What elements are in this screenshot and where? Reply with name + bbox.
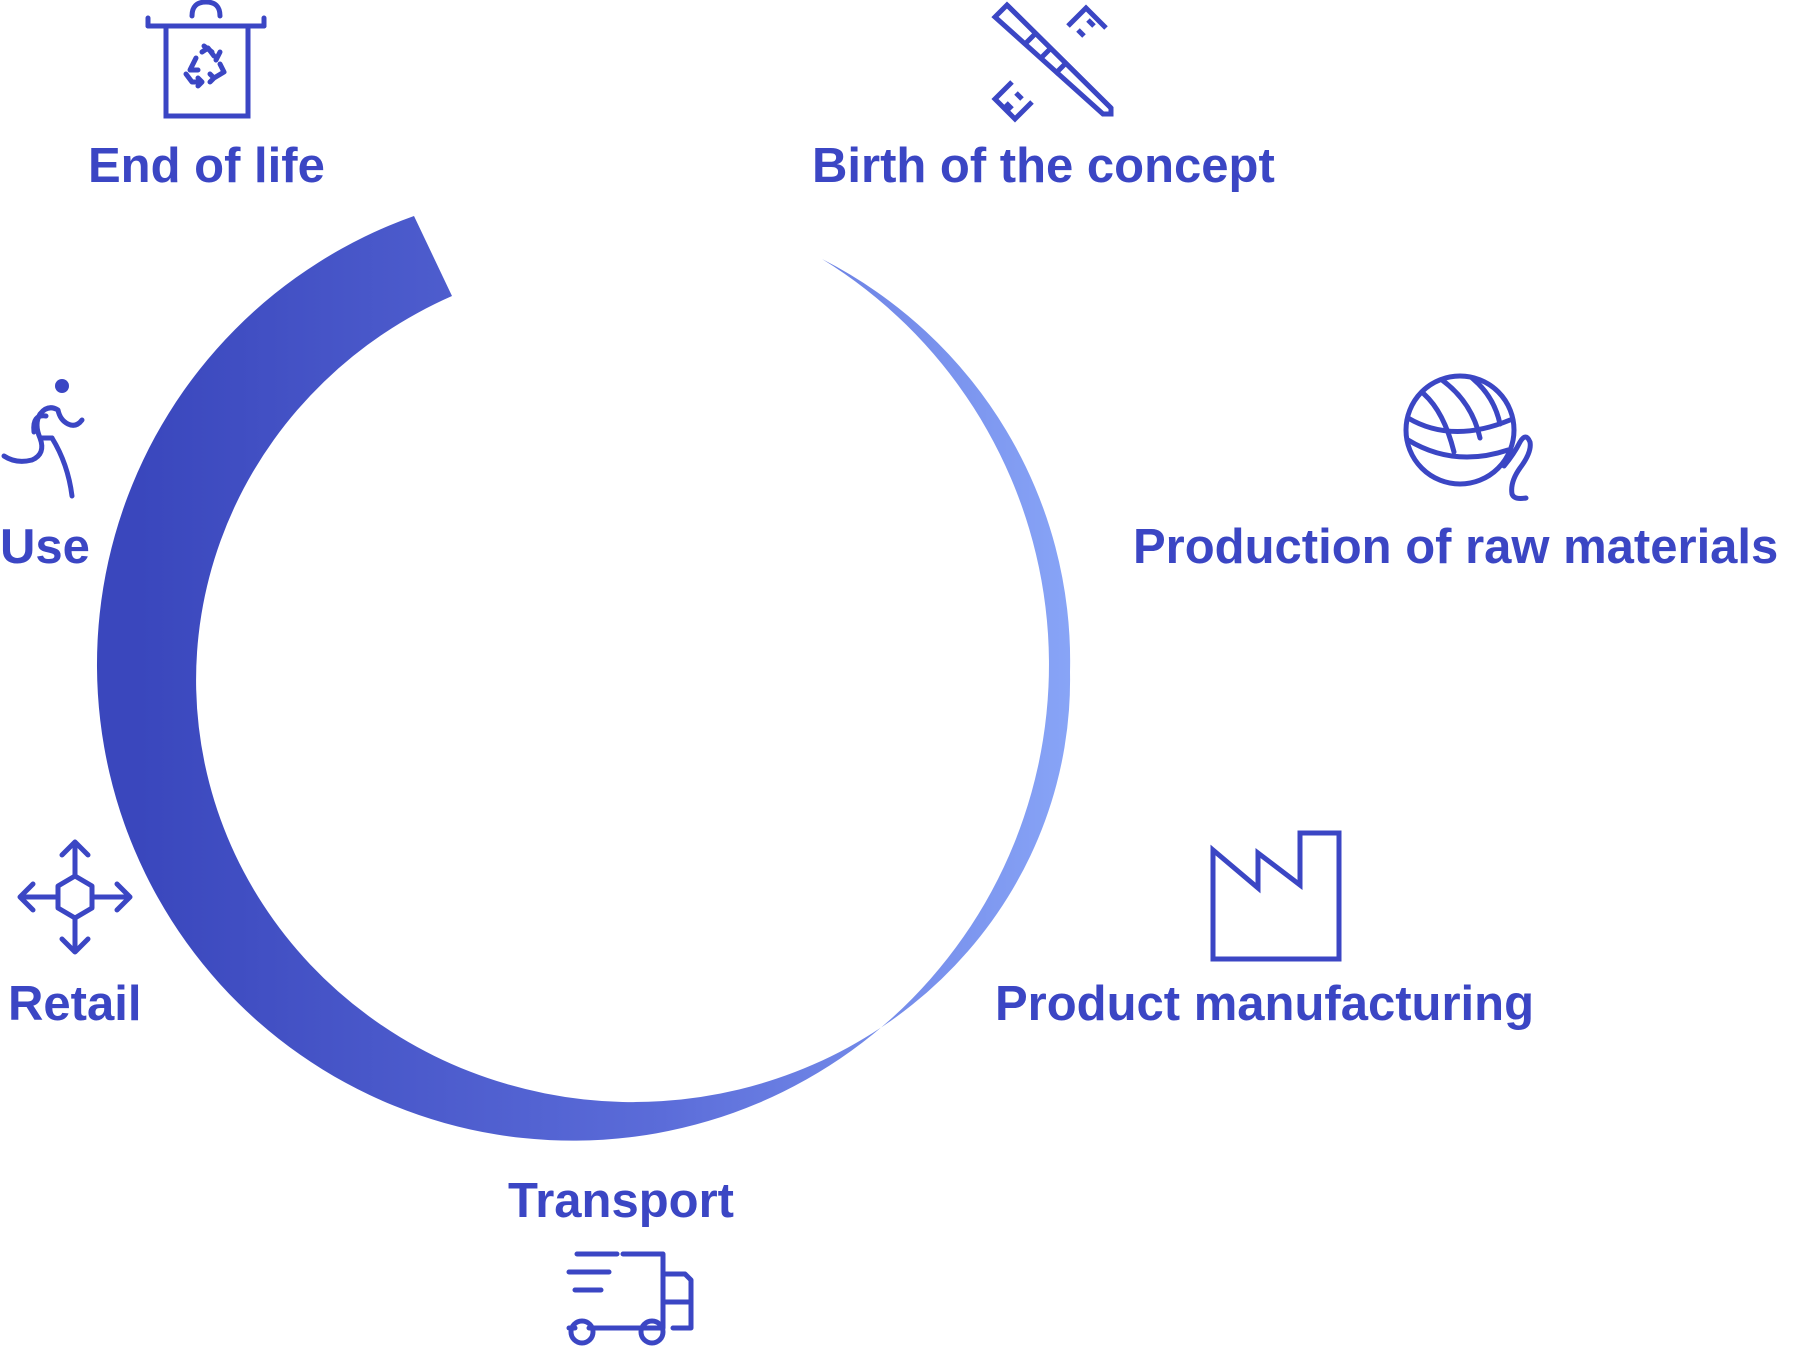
- delivery-truck-icon: [565, 1250, 694, 1346]
- stage-label-retail: Retail: [8, 977, 142, 1031]
- distribution-arrows-icon: [16, 838, 134, 956]
- stage-label-manufacturing: Product manufacturing: [995, 977, 1535, 1031]
- stage-label-end: End of life: [88, 139, 325, 193]
- stage-label-transport: Transport: [508, 1174, 734, 1228]
- running-person-icon: [1, 378, 86, 499]
- recycling-bin-icon: [144, 0, 268, 120]
- ruler-pencil-icon: [990, 0, 1118, 123]
- lifecycle-ring-arc: [96, 216, 1071, 1141]
- yarn-ball-icon: [1402, 372, 1534, 502]
- factory-icon: [1210, 830, 1342, 962]
- stage-label-raw: Production of raw materials: [1133, 520, 1779, 574]
- stage-label-use: Use: [0, 520, 90, 574]
- stage-label-birth: Birth of the concept: [812, 139, 1275, 193]
